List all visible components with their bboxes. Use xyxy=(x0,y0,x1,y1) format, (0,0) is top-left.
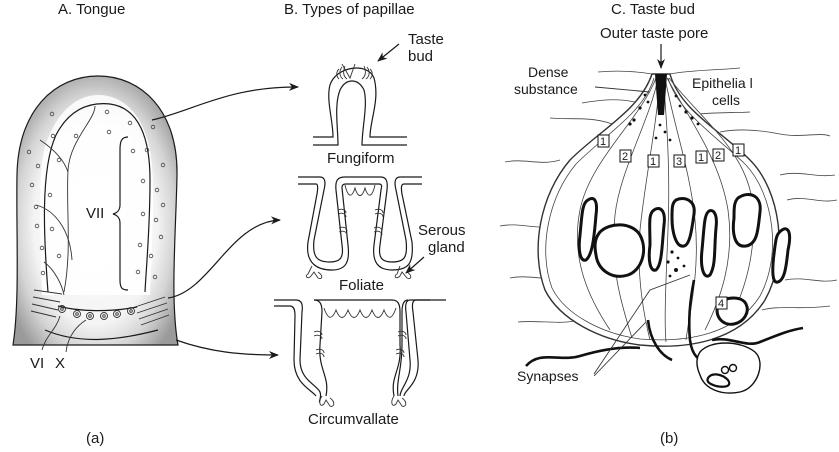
fungiform-dots xyxy=(26,109,166,280)
circumvallate-gland-left xyxy=(319,395,335,407)
cell-marker-1: 1 xyxy=(597,134,610,148)
taste-bud-label-line1: Taste xyxy=(408,31,444,48)
cell-marker-3: 1 xyxy=(647,154,660,168)
arrow-to-circumvallate xyxy=(175,339,279,359)
caption-a: (a) xyxy=(86,430,104,447)
neuron-organelles xyxy=(706,363,738,388)
foliate-ridges-left xyxy=(30,289,63,318)
foliate-ridges-right xyxy=(134,296,170,326)
serous-gland-label-line2: gland xyxy=(428,239,465,256)
nerve-fiber-right xyxy=(711,326,804,345)
svg-text:1: 1 xyxy=(735,145,741,157)
synapses-leader-2 xyxy=(593,321,647,377)
circumvallate-gland-right xyxy=(391,395,407,407)
serous-gland-label-line1: Serous xyxy=(418,222,466,239)
dense-substance-label-line1: Dense xyxy=(528,64,569,80)
synapses-label: Synapses xyxy=(517,368,578,384)
nerve-vii-label: VII xyxy=(86,205,104,222)
epithelium-lines xyxy=(499,67,838,323)
nerve-x-line xyxy=(65,319,87,353)
svg-text:1: 1 xyxy=(698,152,704,164)
tongue-panel: A. Tongue VII xyxy=(12,1,179,447)
dense-substance-leader xyxy=(594,86,651,93)
fungiform-taste-buds xyxy=(336,65,373,80)
vii-bracket xyxy=(112,136,129,291)
circumvallate-papillae xyxy=(58,305,135,320)
foliate-taste-buds xyxy=(337,208,384,236)
dense-substance xyxy=(655,74,667,115)
cell-nuclei xyxy=(577,193,792,326)
fungiform-papilla: Taste bud Fungiform xyxy=(313,31,444,167)
serous-gland-right xyxy=(394,265,412,279)
svg-text:3: 3 xyxy=(676,156,682,168)
foliate-label: Foliate xyxy=(339,277,384,294)
svg-text:2: 2 xyxy=(715,150,721,162)
taste-bud-label-line2: bud xyxy=(408,48,433,65)
tongue-inner-region xyxy=(40,95,154,295)
taste-bud-panel: C. Taste bud Outer taste pore xyxy=(499,1,838,447)
cell-boundaries xyxy=(576,77,754,343)
nerve-x-label: X xyxy=(55,355,65,372)
nerve-vi-label: VI xyxy=(30,355,44,372)
nerve-branch-4 xyxy=(43,261,65,296)
svg-text:1: 1 xyxy=(650,156,656,168)
serous-gland-left xyxy=(305,265,323,279)
papillae-panel: B. Types of papillae Taste bud Fungiform xyxy=(274,1,466,428)
circumvallate-papilla: Circumvallate xyxy=(274,299,446,428)
outer-taste-pore-label: Outer taste pore xyxy=(600,25,708,42)
dense-substance-label-line2: substance xyxy=(514,81,578,97)
taste-bud-inner-outline xyxy=(545,77,773,341)
cell-marker-4: 3 xyxy=(673,154,686,168)
cell-marker-7: 1 xyxy=(732,143,745,157)
cell-marker-5: 1 xyxy=(695,150,708,164)
nerve-branch-1 xyxy=(63,105,96,293)
cell-marker-8: 4 xyxy=(715,296,728,310)
arrow-to-fungiform xyxy=(151,82,299,121)
circumvallate-taste-buds xyxy=(313,330,407,358)
nerve-terminal-1 xyxy=(646,319,673,362)
nerve-fiber-left xyxy=(525,346,641,367)
epithelial-cells-label-line1: Epithelia l xyxy=(692,75,753,91)
foliate-papilla: Serous gland Foliate xyxy=(298,176,466,294)
svg-text:2: 2 xyxy=(622,151,628,163)
cell-type-markers: 1 2 1 3 1 2 1 4 xyxy=(597,134,745,310)
nerve-branch-2 xyxy=(39,139,69,173)
taste-bud-pointer xyxy=(377,43,400,62)
tongue-title: A. Tongue xyxy=(58,1,125,18)
tongue-inner-boundary xyxy=(43,103,151,293)
arrow-to-foliate xyxy=(167,216,281,299)
circumvallate-label: Circumvallate xyxy=(308,411,399,428)
epithelial-cells-label-line2: cells xyxy=(712,92,740,108)
nerve-vi-line xyxy=(41,315,61,351)
serous-gland-pointer xyxy=(405,256,425,274)
synapses-leader-1 xyxy=(593,274,691,375)
cell-marker-2: 2 xyxy=(619,149,632,163)
svg-text:1: 1 xyxy=(600,136,606,148)
papillae-title: B. Types of papillae xyxy=(284,1,415,18)
svg-text:4: 4 xyxy=(718,298,724,310)
taste-bud-title: C. Taste bud xyxy=(611,1,695,18)
dense-granules xyxy=(628,93,700,278)
nerve-branch-3 xyxy=(35,204,73,261)
caption-b: (b) xyxy=(660,430,678,447)
fungiform-label: Fungiform xyxy=(327,150,395,167)
circumvallate-band-bottom xyxy=(44,329,159,341)
cell-marker-6: 2 xyxy=(712,148,725,162)
